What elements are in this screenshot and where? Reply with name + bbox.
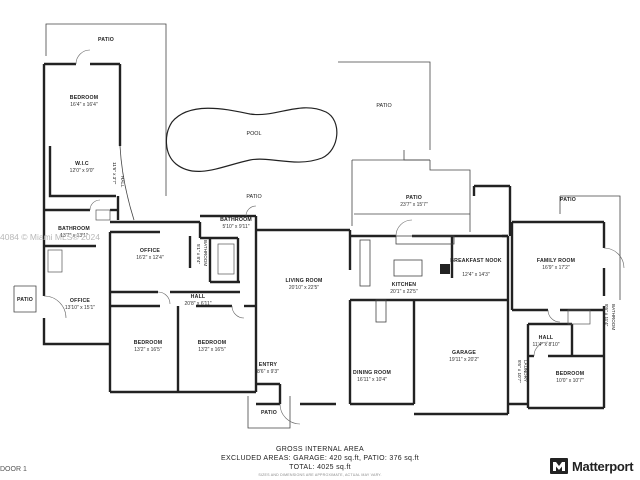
area-disclaimer: SIZES AND DIMENSIONS ARE APPROXIMATE, AC…: [258, 473, 382, 477]
hall-center-label: HALL: [191, 294, 206, 300]
bathroom-center-dim: 5'10" x 9'11": [222, 224, 249, 230]
area-total: TOTAL: 4025 sq.ft: [289, 464, 351, 471]
family-room-dim: 16'9" x 17'2": [542, 265, 570, 271]
matterport-logo-icon: [550, 458, 568, 474]
patio-east-dim: 23'7" x 15'7": [400, 202, 428, 208]
bathroom-center-label: BATHROOM: [220, 217, 252, 223]
entry-label: ENTRY: [259, 362, 278, 368]
bedroom-sw1-dim: 13'2" x 16'5": [134, 347, 162, 353]
patio-center-label: PATIO: [246, 194, 261, 200]
pool-label: POOL: [247, 131, 262, 137]
mls-watermark: 4084 © Miami MLS® 2024: [0, 232, 100, 242]
bedroom-nw-label: BEDROOM: [70, 95, 99, 101]
laundry-dim: 8'6" x 10'7": [517, 360, 522, 383]
pool-shape: [165, 107, 338, 172]
breakfast-nook-dim: 12'4" x 14'3": [462, 272, 490, 278]
bedroom-sw2-label: BEDROOM: [198, 340, 227, 346]
kitchen-appliance: [440, 264, 450, 274]
bathroom-small-label: BATHROOM: [203, 240, 208, 266]
hall-e-dim: 11'4" x 8'10": [532, 342, 559, 348]
patio-outlines: [13, 23, 621, 429]
area-excluded: EXCLUDED AREAS: GARAGE: 420 sq.ft, PATIO…: [221, 455, 419, 462]
door-swings: [43, 49, 625, 425]
office-2-label: OFFICE: [70, 298, 91, 304]
wic-label: W.I.C: [75, 161, 89, 167]
bathroom-small-dim: 5'1" x 8'4": [196, 244, 201, 264]
entry-dim: 8'6" x 9'3": [257, 369, 279, 375]
garage-dim: 19'11" x 20'2": [449, 357, 479, 363]
wic-dim: 12'0" x 9'0": [70, 168, 95, 174]
hall-e-label: HALL: [539, 335, 554, 341]
bedroom-se-label: BEDROOM: [556, 371, 585, 377]
office-1-dim: 16'2" x 12'4": [136, 255, 164, 261]
breakfast-nook-label: BREAKFAST NOOK: [450, 258, 502, 264]
family-room-label: FAMILY ROOM: [537, 258, 575, 264]
patio-top-label: PATIO: [98, 37, 114, 43]
bathroom-e-dim: 8'6" x 11'4": [604, 304, 609, 327]
area-title: GROSS INTERNAL AREA: [276, 446, 364, 453]
office-1-label: OFFICE: [140, 248, 161, 254]
laundry-label: LAUNDRY: [523, 360, 528, 382]
bedroom-se-dim: 10'0" x 10'7": [556, 378, 584, 384]
kitchen-fixtures: [359, 235, 455, 323]
patio-top-right-label: PATIO: [376, 103, 391, 109]
patio-entry-label: PATIO: [261, 410, 277, 416]
bedroom-sw1-label: BEDROOM: [134, 340, 163, 346]
hall-center-dim: 20'8" x 6'11": [184, 301, 211, 307]
floor-label: DOOR 1: [0, 466, 27, 473]
dining-room-dim: 16'11" x 10'4": [357, 377, 387, 383]
bathroom-w-label: BATHROOM: [58, 226, 90, 232]
patio-west-label: PATIO: [17, 297, 33, 303]
living-room-label: LIVING ROOM: [285, 278, 322, 284]
bedroom-sw2-dim: 13'2" x 16'5": [198, 347, 226, 353]
bath-fixtures: [47, 209, 591, 325]
living-room-dim: 20'10" x 22'5": [289, 285, 319, 291]
bathroom-w-dim: 13'7" x 13'1": [60, 233, 88, 239]
walls: [42, 62, 606, 416]
patio-east-label: PATIO: [406, 195, 422, 201]
matterport-brand: Matterport: [550, 458, 634, 474]
hall-w-label: HALL: [120, 176, 125, 188]
dining-room-label: DINING ROOM: [353, 370, 391, 376]
hall-w-dim: 11'6" x 3'7": [112, 162, 117, 185]
bathroom-e-label: BATHROOM: [611, 304, 616, 330]
patio-far-east-label: PATIO: [560, 197, 576, 203]
office-2-dim: 13'10" x 15'1": [65, 305, 95, 311]
brand-name: Matterport: [572, 458, 634, 474]
garage-label: GARAGE: [452, 350, 476, 356]
bedroom-nw-dim: 16'4" x 16'4": [70, 102, 98, 108]
kitchen-dim: 20'1" x 22'5": [390, 289, 418, 295]
kitchen-label: KITCHEN: [392, 282, 417, 288]
